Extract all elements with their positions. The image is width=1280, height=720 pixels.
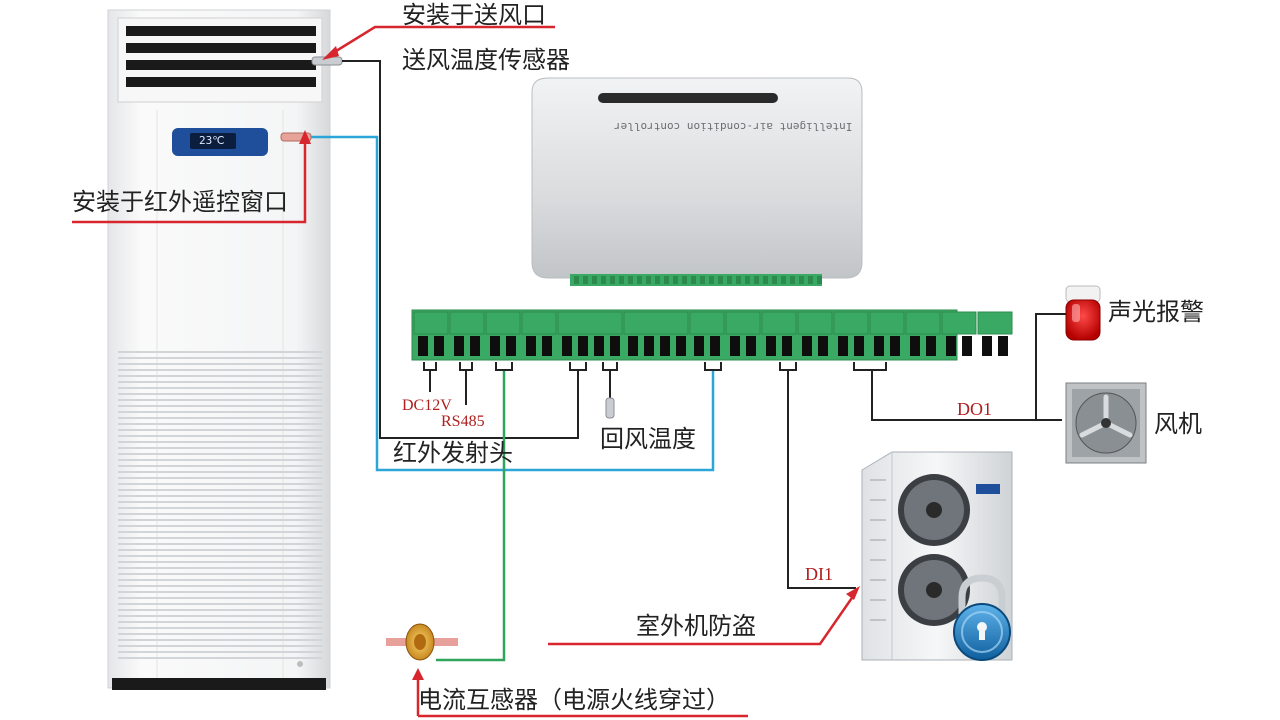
controller-engraving: Intelligent air-condition controller: [614, 120, 853, 133]
ac-lower-grille: [118, 351, 322, 659]
label-outdoor-unit-antitheft: 室外机防盗: [636, 612, 756, 640]
indoor-ac-unit: [107, 9, 331, 690]
padlock-icon: [953, 574, 1011, 661]
current-transformer-icon: [386, 623, 458, 661]
label-install-supply-outlet: 安装于送风口: [402, 1, 546, 29]
fan-icon: [1065, 382, 1147, 464]
label-install-ir-window: 安装于红外遥控窗口: [72, 188, 288, 216]
alarm-icon: [1065, 285, 1101, 341]
return-temp-sensor-icon: [605, 397, 615, 419]
terminal-block: [411, 309, 1013, 361]
label-sound-light-alarm: 声光报警: [1108, 298, 1204, 326]
controller-box: [531, 77, 863, 286]
label-dc12v: DC12V: [402, 397, 452, 414]
label-return-air-temp: 回风温度: [600, 425, 696, 453]
label-current-transformer: 电流互感器（电源火线穿过）: [418, 686, 730, 714]
label-ir-emitter: 红外发射头: [393, 439, 513, 467]
label-supply-air-temp-sensor: 送风温度传感器: [402, 46, 570, 74]
label-di1: DI1: [805, 564, 833, 584]
ac-display-temperature: 23℃: [199, 134, 225, 147]
label-do1: DO1: [957, 399, 992, 419]
label-fan: 风机: [1154, 410, 1202, 438]
label-rs485: RS485: [441, 413, 485, 430]
